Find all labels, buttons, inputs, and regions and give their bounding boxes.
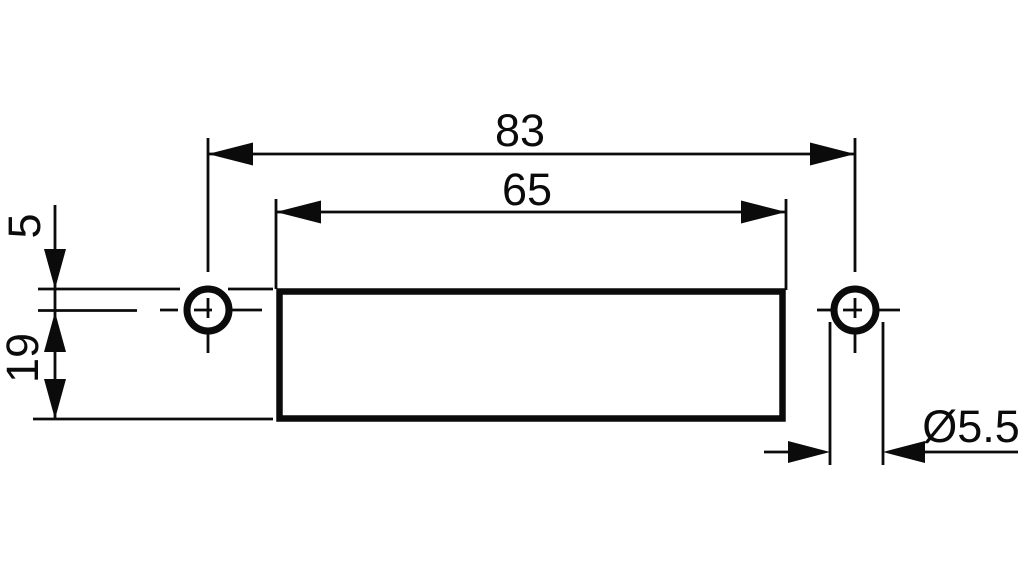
arrowhead-right-icon — [741, 200, 786, 224]
arrowhead-right-icon — [810, 142, 855, 166]
dim-label-bottom-offset: 19 — [0, 333, 48, 383]
arrowhead-left-icon — [883, 441, 925, 463]
arrowhead-left-icon — [276, 200, 321, 224]
dim-label-hole-spacing: 83 — [495, 105, 545, 156]
arrowhead-down-icon — [44, 249, 66, 289]
plate-outline — [276, 288, 786, 422]
arrowhead-left-icon — [208, 142, 253, 166]
arrowhead-up-icon — [44, 312, 66, 352]
dim-label-hole-diameter: Ø5.5 — [922, 401, 1020, 452]
dim-label-body-width: 65 — [502, 164, 552, 215]
dim-hole-spacing: 83 — [206, 105, 857, 272]
arrowhead-down-icon — [44, 379, 66, 419]
hole-circle — [183, 285, 233, 335]
hole-circle — [830, 285, 880, 335]
arrowhead-right-icon — [788, 441, 830, 463]
dim-left-vertical-group: 5 19 — [0, 205, 273, 421]
hole-left — [160, 285, 262, 353]
dim-hole-diameter: Ø5.5 — [764, 322, 1020, 465]
dim-body-width: 65 — [274, 164, 788, 290]
dim-label-top-offset: 5 — [0, 213, 50, 238]
hole-right — [817, 285, 900, 353]
